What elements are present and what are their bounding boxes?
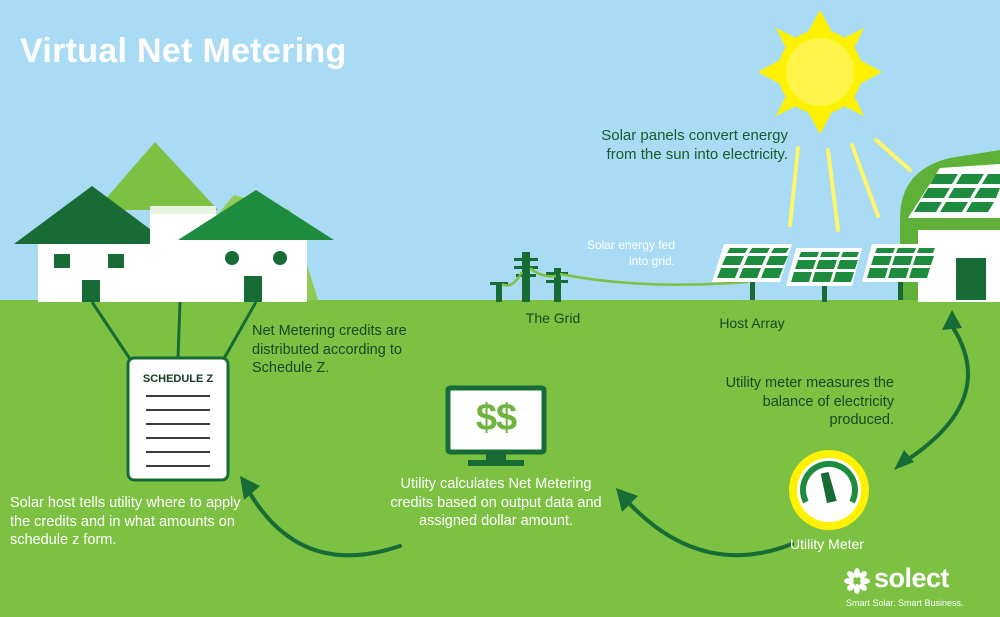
monitor-icon (445, 385, 547, 466)
arrowhead-left-icon (616, 488, 638, 512)
calc-caption: Utility calculates Net Metering credits … (390, 476, 602, 530)
arrow-meter-to-utility (624, 498, 794, 558)
brand-name: solect (874, 563, 950, 593)
solar-panel-icon (862, 244, 938, 282)
arrowhead-down-icon (894, 450, 914, 470)
solar-panel-icon (786, 248, 862, 286)
sun-caption: Solar panels convert energy from the sun… (601, 127, 788, 164)
distribution-lines (90, 301, 258, 363)
roof-solar-panel-icon (908, 164, 1000, 218)
utility-meter-icon (789, 450, 869, 530)
arrow-building-to-meter (902, 324, 970, 464)
credits-caption: Net Metering credits are distributed acc… (252, 323, 407, 377)
brand-tagline: Smart Solar. Smart Business. (846, 598, 964, 608)
solar-panel-icon (712, 244, 792, 282)
house-right (178, 190, 334, 302)
meter-caption: Utility meter measures the balance of el… (725, 375, 894, 429)
arrowhead-left-icon (240, 476, 260, 500)
utility-meter-label: Utility Meter (790, 536, 864, 552)
house-left (14, 186, 170, 302)
solect-logo-icon (844, 568, 870, 594)
arrowhead-up-icon (942, 310, 962, 330)
schedule-z-label: SCHEDULE Z (142, 373, 214, 385)
sun-rays (788, 138, 912, 232)
host-array-icon (712, 244, 938, 302)
host-array-label: Host Array (719, 315, 785, 331)
flow-arrows (246, 324, 970, 558)
grid-label: The Grid (525, 310, 581, 326)
arrowheads (240, 310, 962, 512)
grid-poles-icon (490, 252, 749, 302)
page-title: Virtual Net Metering (20, 32, 347, 70)
arrow-utility-to-host (246, 488, 402, 558)
host-caption: Solar host tells utility where to apply … (10, 495, 241, 549)
dollar-sign-label: $$ (475, 397, 517, 439)
schedule-z-form-icon (126, 356, 230, 482)
sun-icon (758, 10, 882, 134)
grid-feed-caption: Solar energy fed into grid. (586, 238, 675, 268)
